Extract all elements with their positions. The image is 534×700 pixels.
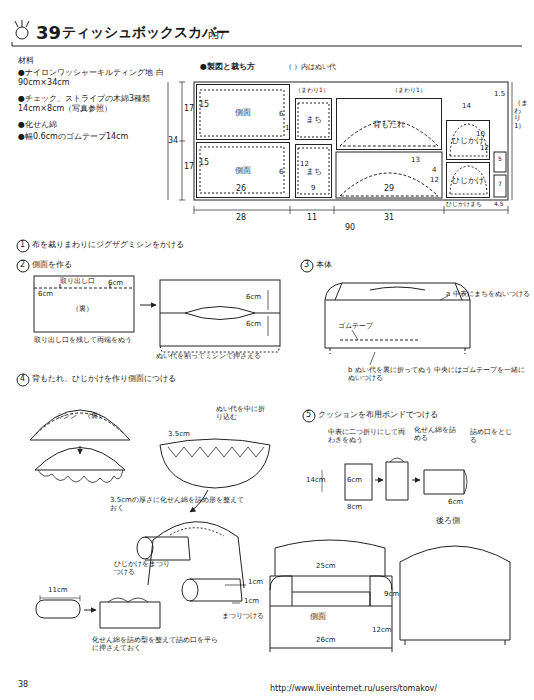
label-text: 11 <box>307 213 317 223</box>
label-text: 12 <box>430 176 439 184</box>
label-text: 3.5cmの厚さに化せん綿を詰め形を整えておく <box>110 496 250 513</box>
label-text: 1.5 <box>494 90 505 98</box>
label-text: 28 <box>236 213 246 223</box>
label-text: 34 <box>168 136 178 146</box>
label-text: 15 <box>199 100 209 110</box>
label-text: 布を裁りまわりにジグザグミシンをかける <box>32 240 184 250</box>
label-text: 6cm <box>448 498 463 506</box>
label-text: 5 <box>306 410 311 420</box>
label-text: ●化せん綿 <box>18 120 57 130</box>
label-text: 17 <box>184 162 194 172</box>
label-text: 11cm <box>48 586 68 594</box>
label-text: 側面を作る <box>32 260 72 270</box>
label-text: 1 <box>285 124 289 132</box>
label-text: P.37 <box>208 32 224 42</box>
label-text: ひじかけをまつりつける <box>114 560 170 577</box>
label-text: 取り出し口を残して両端をぬう <box>34 336 142 344</box>
label-text: 4.5 <box>494 200 504 207</box>
label-text: 取り出し口 <box>60 277 95 285</box>
label-text: 1 <box>20 240 25 250</box>
label-text: 25cm <box>316 562 336 570</box>
label-text: （まわり1） <box>514 100 521 131</box>
label-text: 29 <box>384 184 394 194</box>
label-text: 90 <box>345 223 355 233</box>
label-text: 26cm <box>316 636 336 644</box>
piece-name: 側面 <box>235 165 251 176</box>
piece-name: 背もたれ <box>373 119 405 130</box>
label-text: 3 <box>304 260 309 270</box>
label-text: 38 <box>18 680 28 690</box>
label-text: 6cm <box>246 293 261 301</box>
label-text: 13 <box>411 156 420 164</box>
label-text: ぬい代を割ってミシンで押さえる <box>156 352 284 360</box>
label-text: 3.5cm <box>168 430 190 438</box>
label-text: 14cm <box>306 476 326 484</box>
label-text: 詰め口をとじる <box>470 428 512 445</box>
label-text: 後ろ側 <box>436 516 460 526</box>
label-text: （ ）内はぬい代 <box>285 63 336 71</box>
piece-name: ひじかけ <box>452 175 484 186</box>
label-text: 中表に二つ折りにして両わきをぬう <box>328 428 408 445</box>
label-text: 材料 <box>18 56 34 66</box>
label-text: 12 <box>480 144 489 152</box>
label-text: 6cm <box>38 290 53 298</box>
label-text: a 中表にまちをぬいつける <box>446 290 530 298</box>
label-text: ●ナイロンワッシャーキルティング地 白90cm×34cm <box>18 68 168 87</box>
label-text: 6cm <box>246 320 261 328</box>
label-text: 化せん綿を詰め型を整えて詰め口を平らに押さえておく <box>92 636 222 653</box>
label-text: 10 <box>476 130 485 138</box>
label-text: ゴムテープ <box>338 322 373 330</box>
pattern-piece: まち <box>295 98 332 140</box>
label-text: 17 <box>184 104 194 114</box>
label-text: 12cm <box>372 626 392 634</box>
label-text: 化せん綿を詰める <box>414 426 458 443</box>
label-text: （まわり1） <box>392 86 426 93</box>
label-text: 9 <box>311 184 315 192</box>
pattern-piece: 背もたれ <box>336 98 442 150</box>
label-text: http://www.liveinternet.ru/users/tomakov… <box>270 684 437 694</box>
label-text: 6 <box>279 168 283 176</box>
pattern-piece: 側面 <box>196 84 290 140</box>
label-text: ひじかけまち <box>446 200 482 207</box>
label-text: 4 <box>432 166 436 174</box>
label-text: 5 <box>498 155 502 162</box>
label-text: 7 <box>498 180 502 187</box>
label-text: 39 <box>36 22 61 44</box>
page-title: ティッシュボックスカバー <box>62 24 230 41</box>
label-text: （裏） <box>72 305 93 313</box>
label-text: 本体 <box>316 260 332 270</box>
label-text: 側面 <box>310 612 326 622</box>
label-text: 1cm <box>244 597 259 605</box>
piece-name: まち <box>306 114 322 125</box>
pattern-piece: ひじかけ <box>446 120 490 160</box>
label-text: 4 <box>20 374 25 384</box>
label-text: b ぬい代を裏に折ってぬう 中央にはゴムテープを一緒にぬいつける <box>348 366 528 383</box>
label-text: 14 <box>462 102 471 110</box>
label-text: 6 <box>279 110 283 118</box>
pattern-piece: ひじかけ <box>446 162 490 198</box>
label-text: 9cm <box>384 590 399 598</box>
label-text: 6cm <box>108 279 123 287</box>
piece-name: 側面 <box>235 107 251 118</box>
label-text: 31 <box>384 213 394 223</box>
label-text: まつりつける <box>222 612 264 620</box>
label-text: 8cm <box>347 503 362 511</box>
label-text: 12 <box>300 160 309 168</box>
label-text: ●チェック、ストライプの木綿3種類 14cm×8cm（写真参照） <box>18 94 168 113</box>
label-text: ぬい代を中に折り込む <box>216 405 270 422</box>
label-text: 6cm <box>347 476 362 484</box>
label-text: 26 <box>236 184 246 194</box>
label-text: ●製図と裁ち方 <box>200 62 255 72</box>
label-text: 2 <box>20 260 25 270</box>
label-text: 背もたれ、ひじかけを作り側面につける <box>32 374 176 384</box>
label-text: 1cm <box>248 578 263 586</box>
label-text: クッションを布用ボンドでつける <box>318 410 438 420</box>
label-text: （まわり1） <box>295 86 329 93</box>
label-text: ミシン （裏） <box>56 412 105 420</box>
label-text: 15 <box>199 158 209 168</box>
label-text: ●幅0.6cmのゴムテープ14cm <box>18 132 128 142</box>
